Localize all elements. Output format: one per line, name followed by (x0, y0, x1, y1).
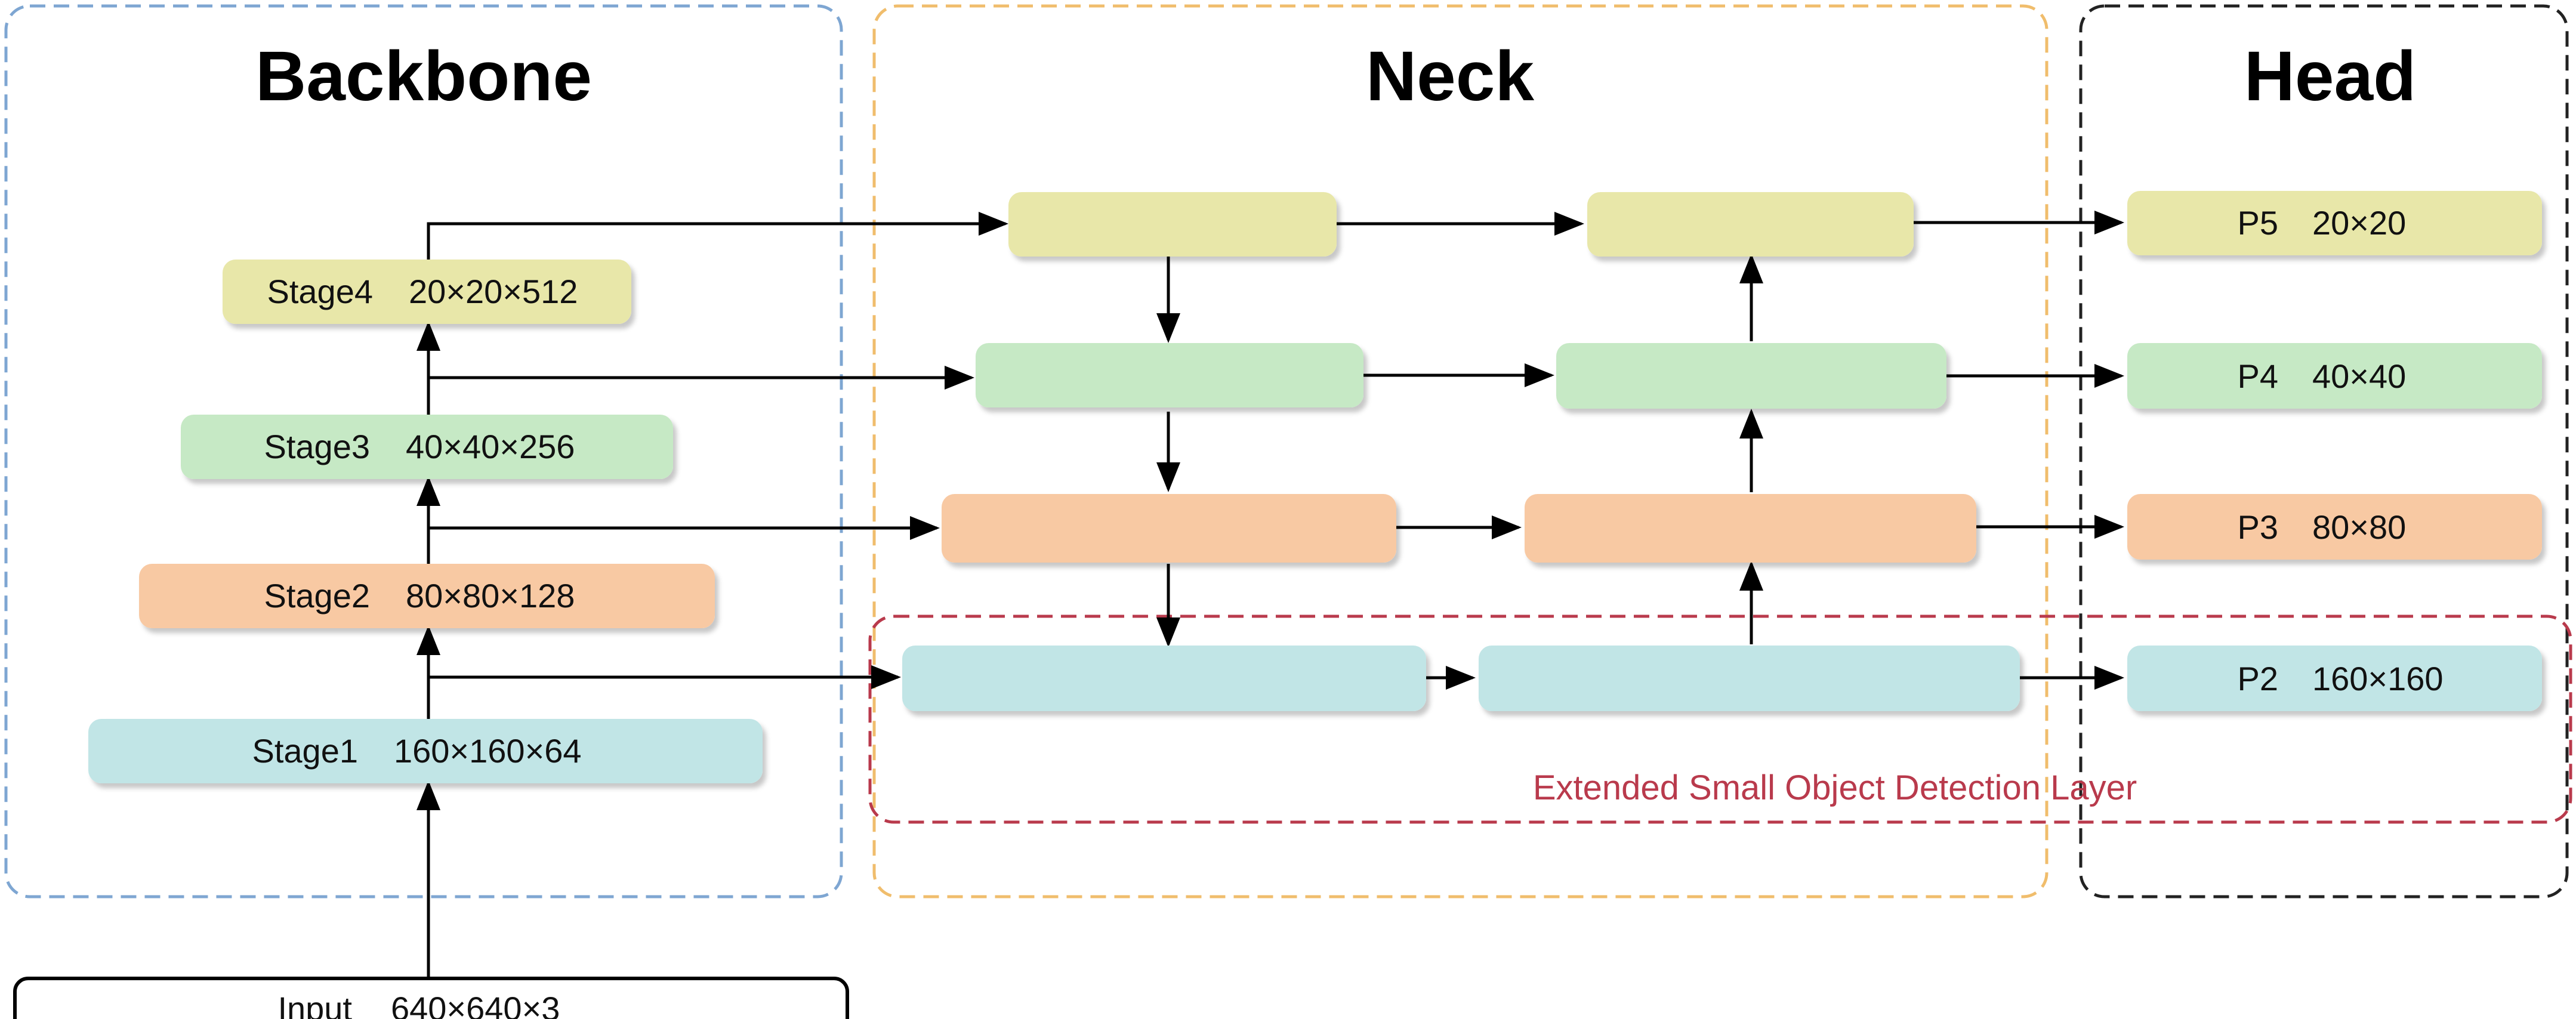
neck-right-cyan-node (1479, 646, 2020, 711)
stage2-dims: 80×80×128 (406, 577, 575, 615)
stage3-dims: 40×40×256 (406, 428, 575, 465)
p3-dims: 80×80 (2312, 508, 2406, 546)
p5-node: P5 20×20 (2127, 191, 2542, 255)
neck-right-yellow-node (1587, 192, 1914, 257)
stage4-node: Stage4 20×20×512 (223, 260, 631, 324)
small-object-layer-frame (868, 615, 2572, 824)
backbone-section-frame (4, 4, 843, 898)
head-nodes: P5 20×20 P4 40×40 P3 80×80 P2 160×160 (2127, 191, 2542, 711)
stage1-name: Stage1 (252, 732, 359, 770)
neck-right-orange-node (1525, 494, 1976, 563)
neck-left-green-node (976, 343, 1363, 407)
p2-name: P2 (2238, 660, 2279, 697)
p5-name: P5 (2238, 204, 2279, 242)
backbone-nodes: Input 640×640×3 Stage1 160×160×64 Stage2… (13, 260, 849, 1019)
stage1-dims: 160×160×64 (394, 732, 582, 770)
neck-left-cyan-node (902, 646, 1426, 711)
input-node-dims: 640×640×3 (391, 990, 560, 1019)
head-section-frame (2079, 4, 2569, 898)
neck-title: Neck (1366, 37, 1534, 116)
neck-left-orange-node (942, 494, 1396, 563)
p3-node: P3 80×80 (2127, 494, 2542, 560)
stage4-dims: 20×20×512 (409, 273, 578, 310)
neck-left-yellow-node (1008, 192, 1337, 257)
p4-node: P4 40×40 (2127, 343, 2542, 409)
p2-dims: 160×160 (2312, 660, 2444, 697)
arrow-stage4-to-neck (427, 212, 1008, 260)
stage1-node: Stage1 160×160×64 (88, 719, 763, 783)
stage2-name: Stage2 (264, 577, 371, 615)
neck-section-frame (872, 4, 2049, 898)
stage4-name: Stage4 (267, 273, 374, 310)
head-title: Head (2244, 37, 2417, 116)
p5-dims: 20×20 (2312, 204, 2406, 242)
small-object-layer-label: Extended Small Object Detection Layer (1533, 768, 2137, 807)
neck-right-green-node (1556, 343, 1946, 409)
input-node-name: Input (277, 990, 352, 1019)
stage2-node: Stage2 80×80×128 (139, 564, 715, 628)
stage3-node: Stage3 40×40×256 (181, 415, 673, 479)
backbone-title: Backbone (255, 37, 592, 116)
p4-name: P4 (2238, 357, 2279, 395)
stage3-name: Stage3 (264, 428, 371, 465)
neck-nodes (902, 192, 2020, 711)
p3-name: P3 (2238, 508, 2279, 546)
p2-node: P2 160×160 (2127, 646, 2542, 711)
input-node: Input 640×640×3 (13, 977, 849, 1019)
p4-dims: 40×40 (2312, 357, 2406, 395)
arrows (417, 211, 2124, 977)
